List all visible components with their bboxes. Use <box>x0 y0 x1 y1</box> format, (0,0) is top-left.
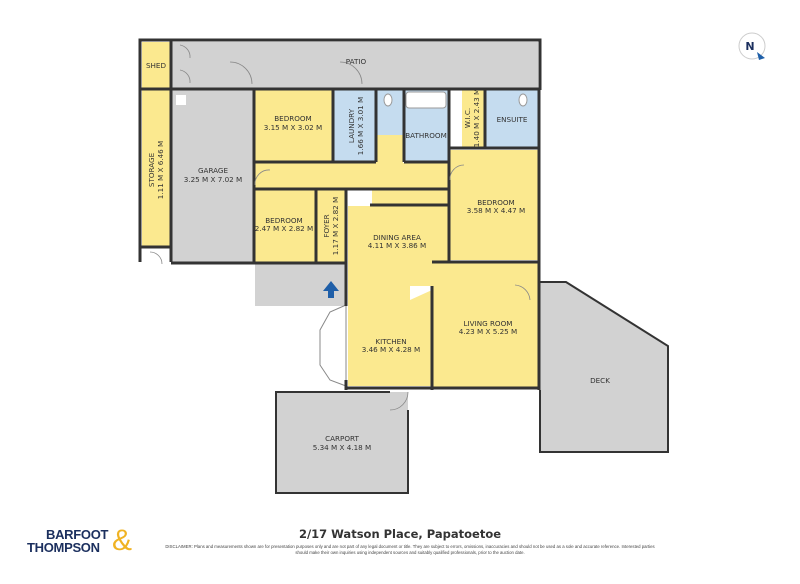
bedroom1-size: 3.15 M X 3.02 M <box>264 123 322 132</box>
living-size: 4.23 M X 5.25 M <box>459 327 517 336</box>
logo-ampersand: & <box>112 524 133 557</box>
garage-label: GARAGE <box>198 166 229 175</box>
carport-size: 5.34 M X 4.18 M <box>313 443 371 452</box>
bedroom3-area <box>450 150 538 260</box>
carport-area <box>276 392 408 493</box>
wic-area <box>462 90 484 148</box>
garage-size: 3.25 M X 7.02 M <box>184 175 242 184</box>
bay-window <box>319 304 347 387</box>
garage-sink <box>176 95 186 105</box>
kitchen-area <box>348 286 432 386</box>
patio-label: PATIO <box>346 57 367 66</box>
bedroom3-size: 3.58 M X 4.47 M <box>467 206 525 215</box>
shed-label: SHED <box>146 61 167 70</box>
laundry-label: LAUNDRY <box>347 108 356 143</box>
bedroom2-label: BEDROOM <box>265 216 303 225</box>
hall-area-2 <box>376 135 403 163</box>
dining-area <box>348 206 448 286</box>
laundry-size: 1.66 M X 3.01 M <box>356 97 365 155</box>
compass-north-label: N <box>745 40 754 53</box>
toilet <box>383 93 393 107</box>
barfoot-thompson-logo: BARFOOT THOMPSON & <box>26 524 136 567</box>
dining-size: 4.11 M X 3.86 M <box>368 241 426 250</box>
hall-area <box>255 163 450 188</box>
disclaimer: DISCLAIMER: Plans and measurements shown… <box>165 544 655 555</box>
dining-label: DINING AREA <box>373 233 421 242</box>
living-area <box>433 262 538 388</box>
wic-size: 1.40 M X 2.43 M <box>472 89 481 147</box>
foyer-label: FOYER <box>322 214 331 237</box>
cupboards-area <box>372 190 448 205</box>
patio-area <box>172 42 538 88</box>
bathtub <box>405 91 447 109</box>
garage-area <box>172 90 253 262</box>
logo-line2: THOMPSON <box>27 540 100 555</box>
kitchen-label: KITCHEN <box>375 337 406 346</box>
carport-label: CARPORT <box>325 434 359 443</box>
property-address: 2/17 Watson Place, Papatoetoe <box>298 527 502 541</box>
foyer-size: 1.17 M X 2.82 M <box>331 197 340 255</box>
laundry-area <box>334 90 376 162</box>
outbuilding-walls <box>275 281 669 494</box>
deck-area <box>540 282 668 452</box>
living-label: LIVING ROOM <box>464 319 513 328</box>
compass-icon: N <box>738 32 766 60</box>
bedroom2-area <box>255 190 315 262</box>
bedroom3-label: BEDROOM <box>477 198 515 207</box>
foyer-area <box>317 190 345 262</box>
storage-size: 1.11 M X 6.46 M <box>156 141 165 199</box>
walls <box>138 38 542 390</box>
ensuite-area <box>486 90 538 148</box>
wic-label: W.I.C. <box>463 108 472 128</box>
bathroom-label: BATHROOM <box>405 131 447 140</box>
storage-area <box>142 90 170 247</box>
kitchen-size: 3.46 M X 4.28 M <box>362 345 420 354</box>
deck-label: DECK <box>590 376 610 385</box>
shed-area <box>142 42 170 88</box>
storage-label: STORAGE <box>147 152 156 187</box>
toilet-ensuite <box>518 93 528 107</box>
ensuite-label: ENSUITE <box>497 115 528 124</box>
bedroom1-label: BEDROOM <box>274 114 312 123</box>
bedroom2-size: 2.47 M X 2.82 M <box>255 224 313 233</box>
logo-line1: BARFOOT <box>46 527 109 542</box>
entry-arrow-icon <box>323 281 339 298</box>
doors <box>149 44 531 411</box>
bedroom1-area <box>255 90 332 162</box>
